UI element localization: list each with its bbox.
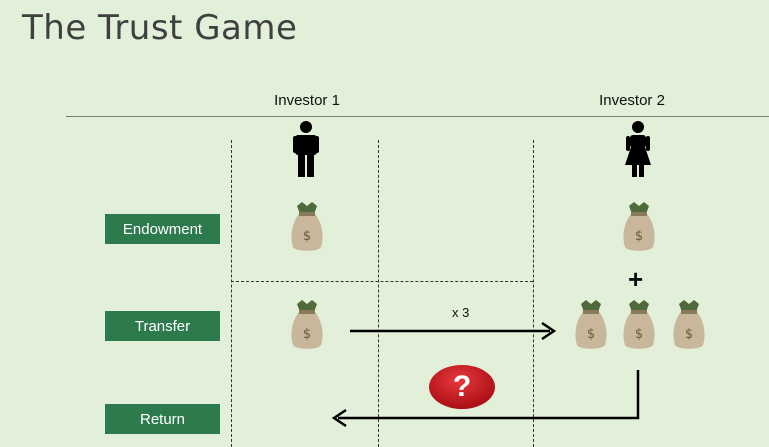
money-bag-icon: $ [673,300,705,349]
female-person-icon [625,121,651,177]
grid-divider-horizontal [231,281,533,282]
investor-2-heading: Investor 2 [599,92,665,109]
question-badge: ? [428,364,496,410]
svg-text:$: $ [587,327,595,342]
grid-divider-1 [231,140,232,447]
return-arrow [331,370,640,428]
money-bag-icon: $ [291,202,323,251]
male-person-icon [293,121,319,177]
money-bag-icon: $ [623,300,655,349]
svg-text:$: $ [635,229,643,244]
multiplier-label: x 3 [452,305,470,320]
money-bag-icon: $ [291,300,323,349]
svg-text:$: $ [685,327,693,342]
svg-text:$: $ [635,327,643,342]
money-bag-icon: $ [623,202,655,251]
header-rule [66,116,769,117]
transfer-arrow [350,321,557,341]
return-label: Return [105,404,220,434]
svg-text:$: $ [303,327,311,342]
grid-divider-2 [378,140,379,447]
slide-title: The Trust Game [22,8,298,48]
endowment-label: Endowment [105,214,220,244]
grid-divider-3 [533,140,534,447]
question-ellipse-icon [429,365,495,409]
money-bag-icon: $ [575,300,607,349]
svg-text:$: $ [303,229,311,244]
question-mark: ? [452,370,472,403]
investor-1-heading: Investor 1 [274,92,340,109]
transfer-label: Transfer [105,311,220,341]
plus-sign: + [628,264,644,294]
